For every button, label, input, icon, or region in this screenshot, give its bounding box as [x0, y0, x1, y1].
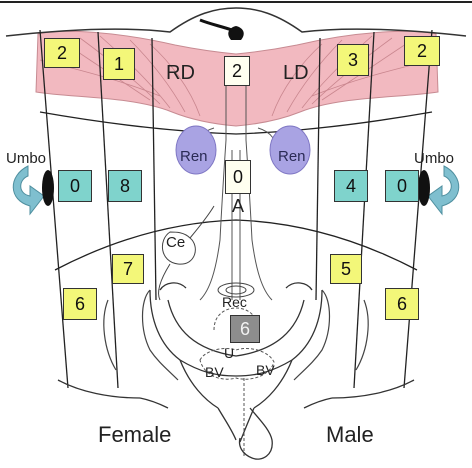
score-box-umbo-right: 0 — [385, 170, 419, 202]
score-box-center-mid: 0 — [225, 160, 251, 194]
label-umbo-right: Umbo — [414, 150, 454, 167]
score-box-right-top: 3 — [337, 44, 369, 76]
score-box-left-top: 1 — [103, 48, 135, 80]
neck-stroke — [200, 20, 232, 30]
umbo-left-mark — [42, 170, 54, 206]
caption-female: Female — [98, 422, 171, 448]
umbo-left-arrow — [13, 166, 44, 214]
caption-male: Male — [326, 422, 374, 448]
lower-body-lines — [58, 380, 414, 408]
score-box-far-left-bottom: 6 — [63, 288, 97, 320]
label-bladder-left: BV — [205, 364, 224, 380]
score-box-center-top: 2 — [224, 56, 250, 86]
score-box-right-lower: 5 — [330, 254, 362, 284]
score-box-far-left-top: 2 — [44, 38, 80, 68]
label-rectum: Rec — [222, 294, 247, 310]
label-right-kidney: Ren — [180, 148, 208, 165]
cecum-shape — [158, 206, 214, 300]
label-left-diaphragm: LD — [283, 62, 309, 85]
label-aorta: A — [232, 196, 244, 217]
label-uterus: U — [224, 345, 234, 361]
score-box-far-right-bottom: 6 — [385, 288, 419, 320]
score-box-far-right-top: 2 — [404, 36, 440, 66]
label-cecum: Ce — [166, 234, 185, 251]
label-umbo-left: Umbo — [6, 150, 46, 167]
score-box-left-lower: 7 — [112, 254, 144, 284]
score-box-umbo-left: 0 — [58, 170, 92, 202]
label-left-kidney: Ren — [278, 148, 306, 165]
label-bladder-right: BV — [256, 362, 275, 378]
score-box-pelvis-center: 6 — [230, 315, 260, 343]
score-box-right-mid: 4 — [334, 170, 368, 202]
umbo-right-arrow — [428, 166, 459, 214]
score-box-left-mid: 8 — [108, 170, 142, 202]
umbo-right-mark — [418, 170, 430, 206]
label-right-diaphragm: RD — [166, 62, 195, 85]
